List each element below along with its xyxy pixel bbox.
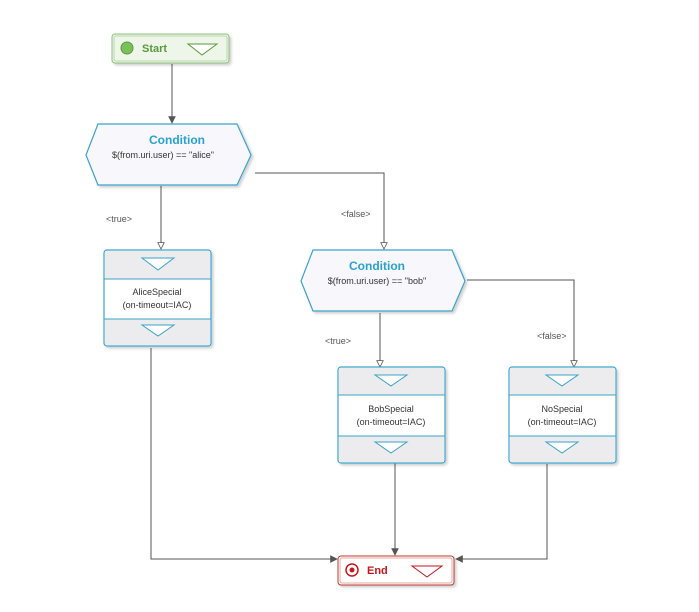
alice-special-param: (on-timeout=IAC) (123, 300, 192, 310)
edge-alice-false (255, 172, 384, 249)
action-node-alice-special[interactable]: AliceSpecial (on-timeout=IAC) (103, 249, 212, 347)
action-node-no-special[interactable]: NoSpecial (on-timeout=IAC) (508, 366, 617, 464)
bob-special-input-chevron-icon[interactable] (373, 374, 409, 387)
start-icon (120, 41, 134, 55)
no-special-input-chevron-icon[interactable] (544, 374, 580, 387)
alice-special-output-chevron-icon[interactable] (140, 324, 176, 337)
edge-labels: <true> <false> <true> <false> (106, 209, 567, 346)
end-chevron-down-icon[interactable] (410, 565, 444, 578)
end-icon-dot (349, 567, 355, 573)
edge-label-alice-true: <true> (106, 214, 132, 224)
condition-bob-expr: $(from.uri.user) == "bob" (328, 276, 426, 286)
action-node-bob-special[interactable]: BobSpecial (on-timeout=IAC) (337, 366, 446, 464)
connectors (150, 64, 574, 559)
alice-special-name: AliceSpecial (132, 287, 181, 297)
no-special-output-chevron-icon[interactable] (544, 441, 580, 454)
alice-special-input-chevron-icon[interactable] (140, 257, 176, 271)
condition-bob-title: Condition (349, 259, 405, 273)
edge-no-special-to-end (456, 464, 548, 559)
bob-special-name: BobSpecial (368, 404, 414, 414)
bob-special-output-chevron-icon[interactable] (373, 441, 409, 454)
edge-label-bob-false: <false> (537, 331, 567, 341)
condition-alice-expr: $(from.uri.user) == "alice" (112, 150, 214, 160)
condition-alice-title: Condition (149, 133, 205, 147)
no-special-param: (on-timeout=IAC) (528, 417, 597, 427)
start-label: Start (142, 43, 167, 55)
bob-special-param: (on-timeout=IAC) (357, 417, 426, 427)
edge-bob-false (467, 279, 574, 367)
end-node[interactable] (337, 555, 455, 586)
start-node[interactable] (111, 33, 230, 64)
end-label: End (367, 565, 388, 577)
edge-label-alice-false: <false> (341, 209, 371, 219)
condition-node-bob[interactable]: Condition $(from.uri.user) == "bob" (300, 249, 466, 312)
no-special-name: NoSpecial (541, 404, 582, 414)
condition-node-alice[interactable]: Condition $(from.uri.user) == "alice" (85, 123, 252, 186)
edge-label-bob-true: <true> (325, 336, 351, 346)
edge-alice-special-to-end (150, 348, 337, 559)
start-chevron-down-icon[interactable] (186, 43, 219, 56)
